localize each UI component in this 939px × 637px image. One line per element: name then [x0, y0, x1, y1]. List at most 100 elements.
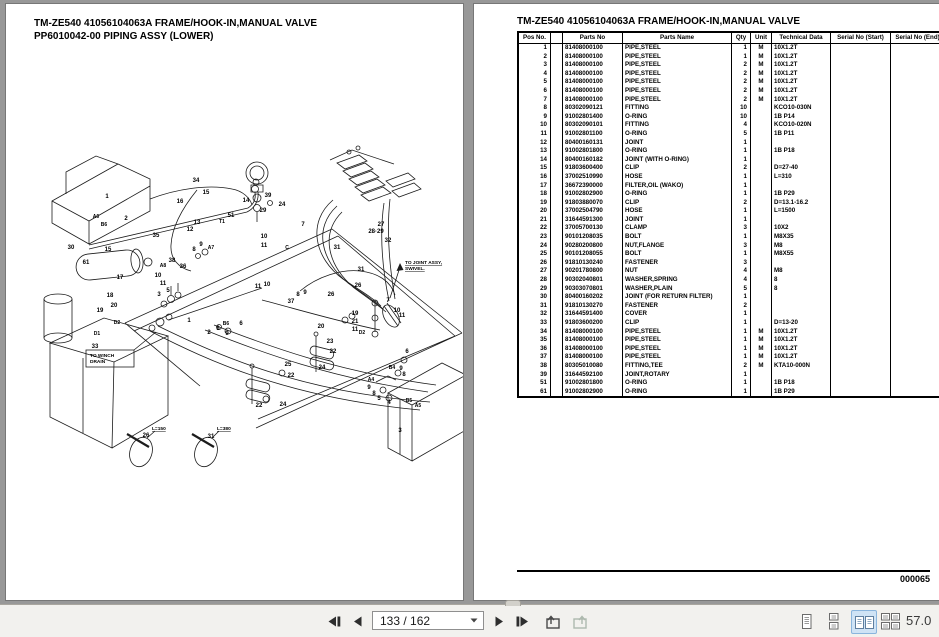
svg-text:A6: A6 [93, 214, 100, 220]
left-page-title-line2: PP6010042-00 PIPING ASSY (LOWER) [34, 31, 214, 42]
svg-text:TO WINCH: TO WINCH [90, 353, 115, 359]
previous-view-button[interactable] [543, 614, 562, 630]
svg-text:SWIVEL.: SWIVEL. [405, 266, 425, 272]
svg-text:21: 21 [352, 319, 359, 325]
pdf-viewer-canvas: TM-ZE540 41056104063A FRAME/HOOK-IN,MANU… [6, 4, 939, 600]
svg-text:TO JOINT ASSY,: TO JOINT ASSY, [405, 260, 443, 266]
piping-assembly-drawing: 12A6B63415161451T11312301561171819203538… [43, 145, 463, 468]
last-page-button[interactable] [515, 615, 531, 628]
svg-text:31: 31 [208, 434, 215, 440]
svg-text:B5: B5 [406, 398, 413, 404]
svg-text:38: 38 [169, 258, 176, 264]
column-header: Serial No (Start) [830, 32, 891, 44]
svg-text:26: 26 [355, 283, 362, 289]
svg-text:A7: A7 [208, 245, 215, 251]
svg-text:A4: A4 [368, 377, 375, 383]
svg-text:17: 17 [117, 275, 124, 281]
continuous-layout-icon [829, 613, 839, 630]
svg-text:31: 31 [334, 245, 341, 251]
column-header: Qty [731, 32, 751, 44]
svg-text:2: 2 [124, 216, 128, 222]
svg-text:9: 9 [399, 366, 403, 372]
svg-text:8: 8 [216, 326, 220, 332]
next-view-icon [573, 615, 587, 629]
svg-text:22: 22 [256, 403, 263, 409]
svg-text:8: 8 [402, 372, 406, 378]
svg-text:B4: B4 [389, 365, 396, 371]
svg-text:28·29: 28·29 [368, 229, 384, 235]
two-page-layout-button[interactable] [851, 610, 877, 634]
next-view-button[interactable] [571, 614, 590, 630]
page-code: 000065 [899, 574, 930, 584]
svg-text:18: 18 [107, 293, 114, 299]
svg-text:1: 1 [105, 194, 109, 200]
svg-text:9: 9 [303, 290, 307, 296]
svg-text:24: 24 [319, 365, 326, 371]
previous-view-icon [546, 615, 560, 629]
first-page-icon [328, 616, 341, 627]
svg-text:26: 26 [328, 292, 335, 298]
svg-text:19: 19 [97, 308, 104, 314]
svg-text:7: 7 [386, 298, 390, 304]
svg-text:7: 7 [301, 222, 305, 228]
svg-text:30: 30 [68, 245, 75, 251]
zoom-level-control[interactable]: 57.0 [906, 613, 932, 628]
svg-text:26: 26 [143, 433, 150, 439]
first-page-button[interactable] [326, 615, 342, 628]
toolbar-grip[interactable] [505, 600, 521, 606]
next-page-button[interactable] [493, 615, 505, 628]
single-page-layout-button[interactable] [799, 613, 814, 630]
column-header: Technical Data [771, 32, 831, 44]
two-page-continuous-layout-icon [881, 613, 900, 630]
page-number-value: 133 / 162 [380, 613, 431, 628]
svg-text:39: 39 [265, 193, 272, 199]
left-page: TM-ZE540 41056104063A FRAME/HOOK-IN,MANU… [6, 4, 463, 600]
svg-text:11: 11 [261, 243, 268, 249]
previous-page-icon [354, 616, 362, 627]
svg-text:11: 11 [352, 327, 359, 333]
svg-text:9: 9 [225, 331, 229, 337]
svg-text:16: 16 [177, 199, 184, 205]
svg-text:A5: A5 [415, 403, 422, 409]
svg-text:22: 22 [330, 349, 337, 355]
svg-text:11: 11 [255, 284, 262, 290]
page-number-combobox[interactable]: 133 / 162 [372, 611, 484, 630]
continuous-layout-button[interactable] [826, 613, 841, 630]
svg-text:3: 3 [398, 428, 402, 434]
previous-page-button[interactable] [352, 615, 364, 628]
svg-text:D2: D2 [114, 320, 121, 326]
svg-text:36: 36 [180, 264, 187, 270]
svg-text:1: 1 [187, 318, 191, 324]
svg-text:24: 24 [279, 202, 286, 208]
svg-text:3: 3 [157, 292, 161, 298]
svg-text:35: 35 [153, 233, 160, 239]
svg-text:D2: D2 [359, 330, 366, 336]
svg-text:2: 2 [207, 330, 211, 336]
chevron-down-icon [470, 618, 483, 623]
svg-text:24: 24 [280, 402, 287, 408]
two-page-continuous-layout-button[interactable] [880, 613, 902, 630]
svg-text:20: 20 [111, 303, 118, 309]
